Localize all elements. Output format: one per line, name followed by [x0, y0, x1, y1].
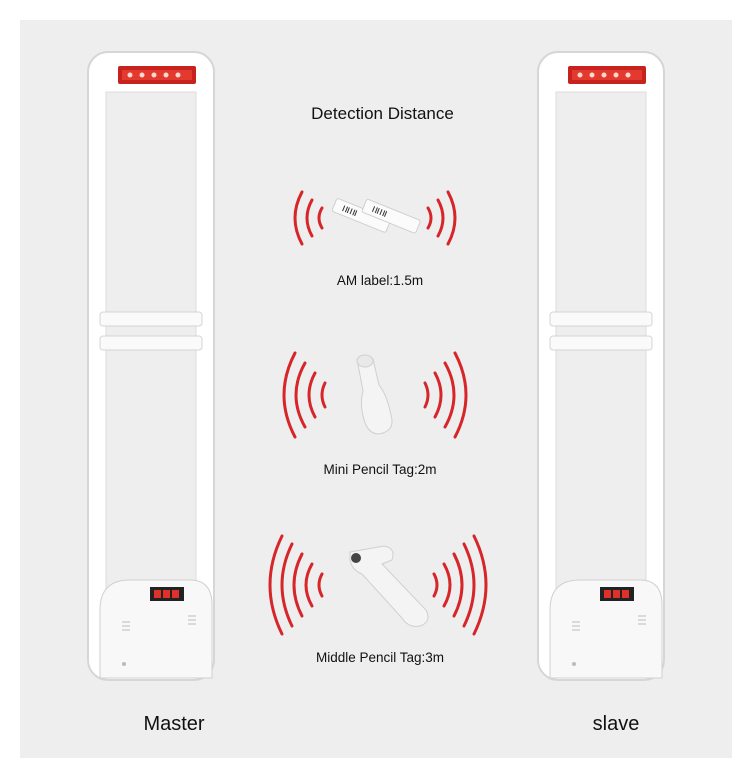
middle-pencil-tag-illustration: [268, 534, 488, 636]
middle-pencil-tag-caption: Middle Pencil Tag:3m: [315, 650, 445, 665]
mini-pencil-tag-illustration: [282, 351, 468, 439]
alarm-light-bar: [568, 66, 646, 84]
slave-gate: [537, 51, 665, 681]
am-label-illustration: [293, 190, 457, 246]
alarm-light-bar: [118, 66, 196, 84]
master-caption: Master: [143, 713, 205, 735]
master-gate: [87, 51, 215, 681]
page-title: Detection Distance: [311, 104, 454, 123]
mini-pencil-tag-caption: Mini Pencil Tag:2m: [323, 462, 437, 477]
counter-display: [150, 587, 184, 601]
slave-caption: slave: [592, 713, 640, 735]
counter-display: [600, 587, 634, 601]
am-label-caption: AM label:1.5m: [336, 273, 424, 288]
